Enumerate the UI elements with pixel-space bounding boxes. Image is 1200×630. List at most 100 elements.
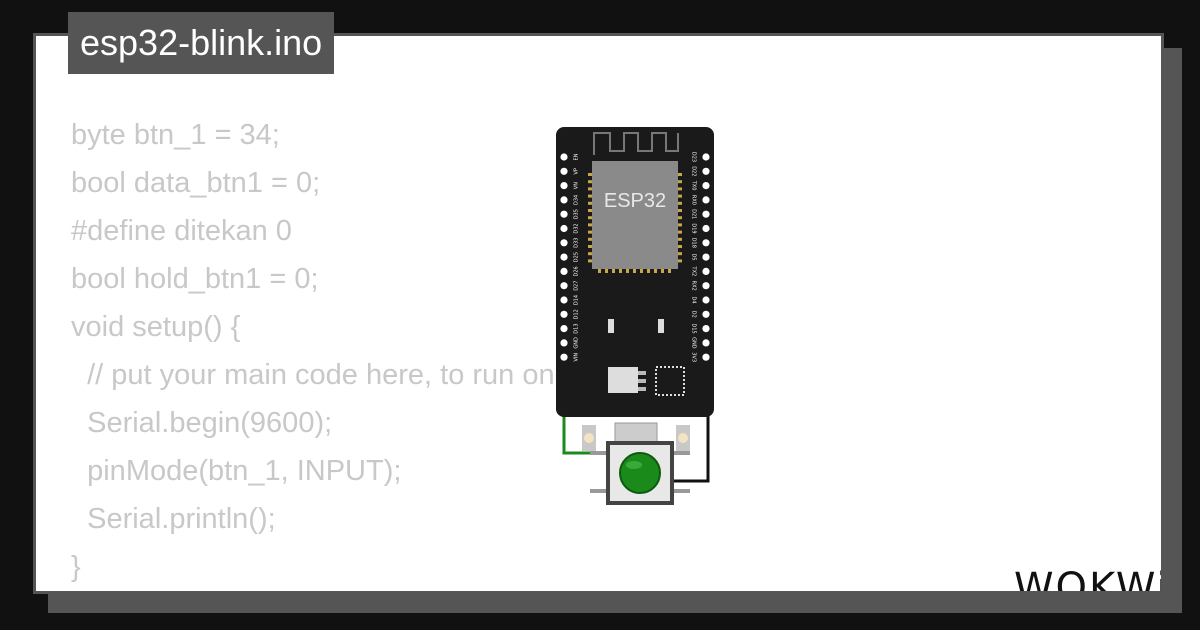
chip-pads: [588, 173, 682, 273]
pin-label: D19: [691, 223, 697, 233]
chip-pad: [588, 216, 592, 220]
pin-label: D33: [574, 238, 580, 248]
pin-label: D34: [574, 195, 580, 205]
pin-left-en[interactable]: [560, 153, 568, 161]
pin-right-3v3[interactable]: [702, 353, 710, 361]
pin-left-d33[interactable]: [560, 239, 568, 247]
pin-right-tx2[interactable]: [702, 267, 710, 275]
pin-right-d15[interactable]: [702, 325, 710, 333]
pin-label: EN: [574, 153, 580, 160]
pin-right-rx2[interactable]: [702, 282, 710, 290]
pin-left-d35[interactable]: [560, 210, 568, 218]
pin-label: D35: [574, 209, 580, 219]
wokwi-logo: WOKWi: [1014, 565, 1164, 594]
pin-label: TX0: [691, 180, 697, 191]
chip-pad: [678, 223, 682, 227]
chip-pad: [668, 269, 671, 273]
pin-left-vp[interactable]: [560, 167, 568, 175]
chip-pad: [678, 173, 682, 176]
pin-label: D12: [574, 309, 580, 319]
en-button[interactable]: [582, 425, 596, 451]
chip-pad: [678, 259, 682, 263]
pin-left-d12[interactable]: [560, 310, 568, 318]
pin-label: TX2: [691, 266, 697, 277]
chip-pad: [633, 269, 636, 273]
pin-label: D15: [691, 323, 697, 333]
code-editor[interactable]: byte btn_1 = 34;bool data_btn1 = 0;#defi…: [71, 111, 593, 591]
code-line: bool data_btn1 = 0;: [71, 167, 321, 199]
pin-left-vin[interactable]: [560, 353, 568, 361]
chip-label: ESP32: [604, 190, 666, 212]
pin-left-d14[interactable]: [560, 296, 568, 304]
pin-right-tx0[interactable]: [702, 182, 710, 190]
pin-left-d34[interactable]: [560, 196, 568, 204]
sketch-filename-tab[interactable]: esp32-blink.ino: [68, 12, 335, 74]
pin-labels: ENVPVND34D35D32D33D25D26D27D14D12D13GNDV…: [574, 152, 697, 362]
code-line: }: [71, 551, 81, 583]
chip-pad: [661, 269, 664, 273]
chip-pad: [598, 269, 601, 273]
boot-button[interactable]: [676, 425, 690, 451]
chip-pad: [626, 269, 629, 273]
chip-pad: [678, 209, 682, 212]
pin-right-d18[interactable]: [702, 239, 710, 247]
pin-right-d2[interactable]: [702, 310, 710, 318]
pushbutton-cap[interactable]: [619, 452, 661, 494]
chip-pad: [619, 269, 622, 273]
pin-right-rx0[interactable]: [702, 196, 710, 204]
chip-pad: [588, 237, 592, 241]
antenna-trace: [593, 132, 679, 155]
pin-right-d5[interactable]: [702, 253, 710, 261]
code-line: bool hold_btn1 = 0;: [71, 263, 319, 295]
pushbutton[interactable]: [590, 441, 690, 505]
code-line: Serial.begin(9600);: [71, 407, 333, 439]
chip-pad: [588, 245, 592, 248]
chip-pad: [588, 252, 592, 256]
chip-pad: [678, 187, 682, 191]
pin-label: D2: [691, 311, 697, 318]
pin-left-vn[interactable]: [560, 182, 568, 190]
pin-label: D26: [574, 266, 580, 276]
pin-label: D32: [574, 223, 580, 233]
chip-pad: [678, 252, 682, 256]
voltage-regulator: [608, 367, 646, 393]
pin-right-d23[interactable]: [702, 153, 710, 161]
pin-headers: [560, 153, 710, 361]
pin-label: D14: [574, 295, 580, 305]
pin-label: GND: [691, 337, 697, 349]
chip-pad: [588, 209, 592, 212]
pin-left-d13[interactable]: [560, 325, 568, 333]
pin-label: D18: [691, 238, 697, 248]
chip-pad: [588, 173, 592, 176]
pin-label: D5: [691, 254, 697, 261]
chip-pad: [588, 230, 592, 234]
pin-left-d32[interactable]: [560, 224, 568, 233]
pin-label: D23: [691, 152, 697, 162]
chip-pad: [605, 269, 608, 273]
pin-label: D4: [691, 296, 697, 303]
code-line: pinMode(btn_1, INPUT);: [71, 455, 402, 487]
pin-label: RX2: [691, 281, 697, 291]
resistor: [608, 319, 614, 333]
pin-label: D22: [691, 166, 697, 176]
chip-pad: [678, 245, 682, 248]
pin-left-gnd[interactable]: [560, 339, 568, 347]
pin-left-d25[interactable]: [560, 253, 568, 261]
chip-pad: [588, 201, 592, 205]
usb-chip: [655, 366, 685, 396]
pin-right-d19[interactable]: [702, 224, 710, 233]
chip-pad: [678, 201, 682, 205]
pin-right-d4[interactable]: [702, 296, 710, 304]
code-line: // put your main code here, to run once:: [71, 359, 594, 391]
pin-label: 3V3: [691, 352, 697, 362]
pin-right-d22[interactable]: [702, 167, 710, 175]
pin-label: VIN: [574, 353, 580, 362]
code-line: void setup() {: [71, 311, 241, 343]
pin-left-d26[interactable]: [560, 267, 568, 275]
pin-left-d27[interactable]: [560, 282, 568, 290]
pin-right-d21[interactable]: [702, 210, 710, 218]
pin-right-gnd[interactable]: [702, 339, 710, 347]
code-line: #define ditekan 0: [71, 215, 292, 247]
